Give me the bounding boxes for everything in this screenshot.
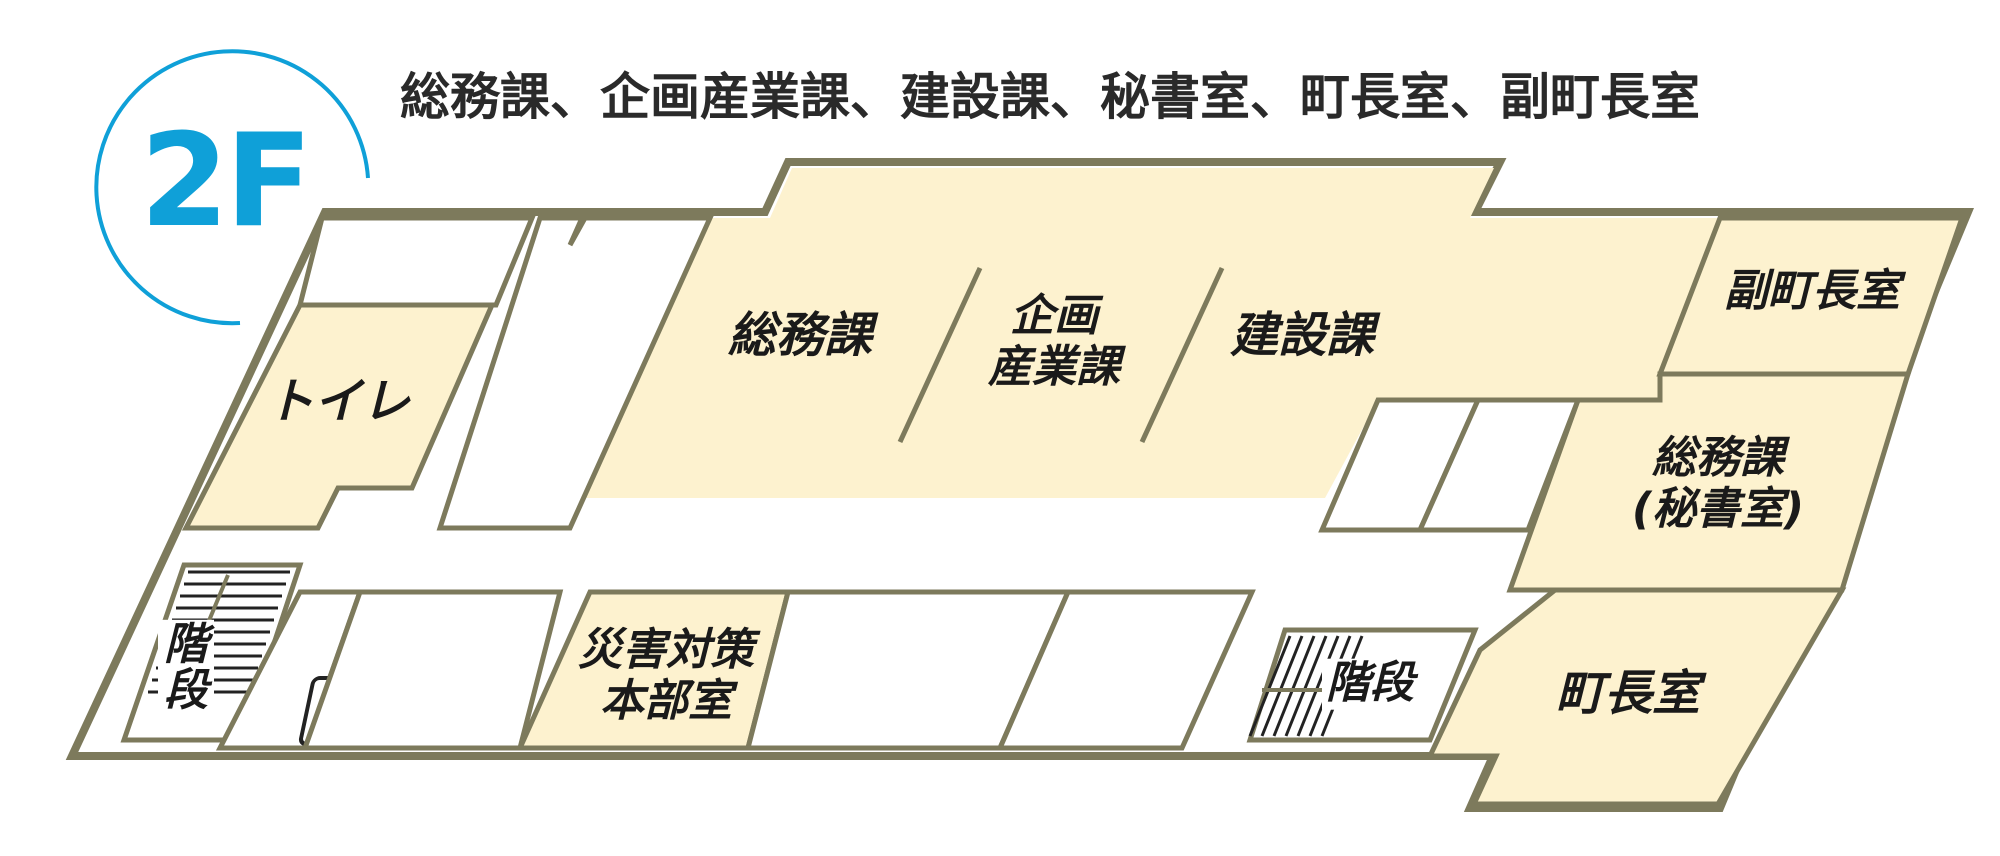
label-stairs-left-line1: 階 (164, 618, 208, 670)
label-vice-mayor: 副町長室 (1724, 265, 1900, 318)
room-secretary[interactable] (1506, 371, 1912, 593)
floor-badge-arc (94, 49, 370, 326)
label-toilet-text: トイレ (265, 373, 411, 430)
room-long-left[interactable] (436, 215, 714, 531)
label-stairs-right: 階段 (1322, 657, 1418, 710)
departments-list: 総務課、企画産業課、建設課、秘書室、町長室、副町長室 (400, 68, 1700, 126)
label-secretary-line2: (秘書室) (1631, 483, 1805, 534)
label-construction-text: 建設課 (1229, 307, 1375, 364)
label-planning-line1: 企画 (1010, 290, 1098, 342)
label-disaster-line1: 災害対策 (578, 624, 754, 676)
label-mayor-text: 町長室 (1555, 665, 1701, 722)
room-elevator-lobby[interactable] (301, 589, 564, 751)
room-right-small-2[interactable] (1416, 397, 1582, 533)
room-main-office[interactable] (585, 168, 1720, 498)
label-disaster-line2: 本部室 (600, 675, 732, 726)
label-secretary-line1: 総務課 (1652, 432, 1784, 484)
label-mayor: 町長室 (1556, 666, 1700, 721)
label-stairs-left: 階 段 (158, 618, 214, 717)
label-general-affairs-text: 総務課 (727, 307, 873, 364)
room-mayor[interactable] (1426, 587, 1847, 807)
label-toilet: トイレ (266, 374, 410, 429)
room-bottom-2[interactable] (996, 589, 1256, 751)
floor-label: 2F (140, 107, 312, 256)
label-stairs-left-line2: 段 (164, 665, 208, 716)
label-general-affairs: 総務課 (728, 308, 872, 363)
label-secretary: 総務課 (秘書室) (1632, 433, 1804, 534)
divider-main-1 (897, 266, 983, 444)
room-top-left[interactable] (296, 215, 536, 308)
label-stairs-right-text: 階段 (1326, 657, 1414, 709)
label-vice-mayor-text: 副町長室 (1724, 265, 1900, 317)
label-planning-line2: 産業課 (988, 341, 1120, 392)
divider-main-2 (1139, 266, 1225, 444)
label-construction: 建設課 (1230, 308, 1374, 363)
label-planning: 企画 産業課 (988, 291, 1120, 392)
label-disaster-hq: 災害対策 本部室 (578, 625, 754, 726)
